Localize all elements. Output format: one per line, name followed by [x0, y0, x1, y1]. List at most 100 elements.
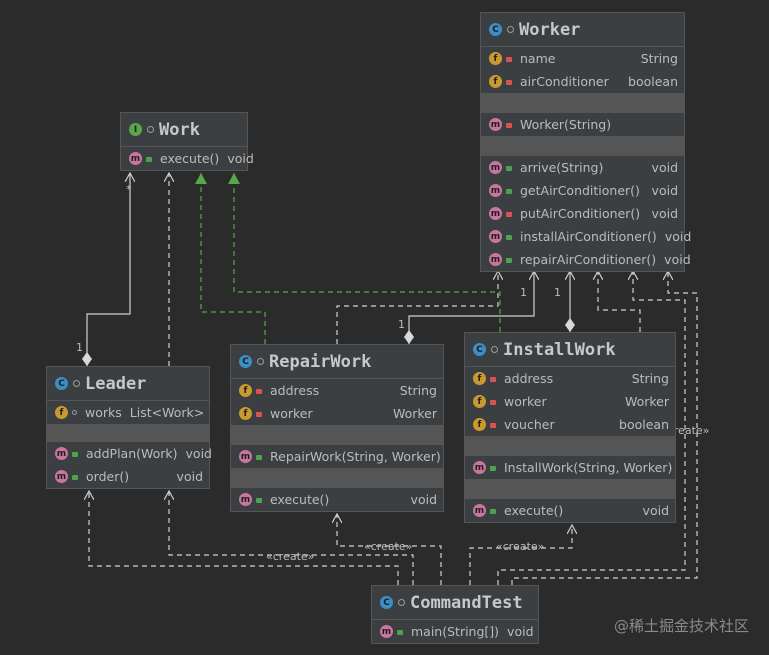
field-row: f name String [481, 47, 684, 70]
field-icon: f [473, 395, 486, 408]
field-row: f address String [231, 379, 443, 402]
public-icon [256, 455, 262, 460]
method-icon: m [473, 461, 486, 474]
class-title: Leader [85, 373, 147, 394]
visibility-icon [507, 26, 514, 33]
field-row: f works List<Work> [47, 401, 209, 424]
field-name: address [270, 383, 320, 398]
package-icon [72, 410, 77, 415]
visibility-icon [257, 358, 264, 365]
method-type: void [664, 229, 692, 244]
method-name: installAirConditioner() [520, 229, 657, 244]
public-icon [72, 452, 78, 457]
method-icon: m [489, 118, 502, 131]
method-icon: m [55, 447, 68, 460]
private-lock-icon [490, 423, 496, 428]
multiplicity-one-leader: 1 [76, 341, 83, 354]
watermark: @稀土掘金技术社区 [613, 617, 749, 635]
field-icon: f [473, 418, 486, 431]
class-worker[interactable]: C Worker f name String f airConditioner … [480, 12, 691, 272]
class-repairwork[interactable]: C RepairWork f address String f worker W… [230, 344, 444, 512]
multiplicity-one-repairwork: 1 [398, 318, 405, 331]
edge-installwork-worker-dependency [598, 271, 641, 332]
field-type: boolean [619, 417, 669, 432]
method-name: order() [86, 469, 130, 484]
field-row: f worker Worker [231, 402, 443, 425]
field-type: String [631, 371, 669, 386]
field-icon: f [239, 384, 252, 397]
class-header: C InstallWork [465, 333, 675, 367]
class-icon: C [473, 343, 486, 356]
section-divider [465, 436, 675, 456]
method-icon: m [489, 207, 502, 220]
class-leader[interactable]: C Leader f works List<Work> m addPlan(Wo… [46, 366, 212, 489]
field-row: f address String [465, 367, 675, 390]
field-type: Worker [624, 394, 669, 409]
method-icon: m [239, 450, 252, 463]
method-type: void [227, 151, 254, 166]
method-icon: m [380, 625, 393, 638]
private-lock-icon [506, 57, 512, 62]
field-name: airConditioner [520, 74, 609, 89]
field-name: address [504, 371, 554, 386]
method-row: m main(String[]) void [372, 620, 538, 643]
visibility-icon [73, 380, 80, 387]
class-title: CommandTest [410, 592, 523, 613]
class-title: InstallWork [503, 339, 616, 360]
class-installwork[interactable]: C InstallWork f address String f worker … [464, 332, 676, 523]
method-type: void [507, 624, 534, 639]
method-icon: m [489, 253, 502, 266]
field-row: f worker Worker [465, 390, 675, 413]
edge-repairwork-work-realization [195, 173, 266, 344]
class-header: C Leader [47, 367, 209, 401]
method-row: m putAirConditioner() void [481, 202, 684, 225]
field-row: f airConditioner boolean [481, 70, 684, 93]
interface-icon: I [129, 123, 142, 136]
method-row: m installAirConditioner() void [481, 225, 691, 248]
class-commandtest[interactable]: C CommandTest m main(String[]) void [371, 585, 539, 644]
method-type: void [176, 469, 203, 484]
field-icon: f [55, 406, 68, 419]
method-type: void [642, 503, 669, 518]
field-icon: f [473, 372, 486, 385]
method-row: m arrive(String) void [481, 156, 684, 179]
public-icon [506, 166, 512, 171]
section-divider [47, 424, 209, 442]
visibility-icon [491, 346, 498, 353]
field-row: f voucher boolean [465, 413, 675, 436]
method-row: m getAirConditioner() void [481, 179, 684, 202]
section-divider [481, 93, 684, 113]
constructor-name: Worker(String) [520, 117, 612, 132]
public-icon [397, 630, 403, 635]
public-icon [72, 475, 78, 480]
method-icon: m [489, 184, 502, 197]
private-lock-icon [506, 212, 512, 217]
method-row: m execute() void [231, 488, 443, 511]
method-icon: m [473, 504, 486, 517]
private-lock-icon [490, 377, 496, 382]
method-name: putAirConditioner() [520, 206, 641, 221]
method-name: main(String[]) [411, 624, 500, 639]
field-icon: f [489, 52, 502, 65]
constructor-row: m RepairWork(String, Worker) [231, 445, 443, 468]
constructor-name: RepairWork(String, Worker) [270, 449, 441, 464]
private-lock-icon [506, 123, 512, 128]
class-icon: C [55, 377, 68, 390]
method-type: void [410, 492, 437, 507]
interface-work[interactable]: I Work m execute() void [120, 112, 254, 171]
edge-commandtest-installwork-create [469, 525, 572, 585]
method-row: m execute() void [465, 499, 675, 522]
public-icon [256, 498, 262, 503]
constructor-row: m InstallWork(String, Worker) [465, 456, 675, 479]
class-icon: C [380, 596, 393, 609]
class-title: Worker [519, 19, 581, 40]
class-header: C Worker [481, 13, 684, 47]
edge-leader-work-aggregation [87, 173, 130, 366]
field-icon: f [239, 407, 252, 420]
private-lock-icon [256, 389, 262, 394]
visibility-icon [398, 599, 405, 606]
section-divider [231, 468, 443, 488]
section-divider [465, 479, 675, 499]
field-type: String [399, 383, 437, 398]
